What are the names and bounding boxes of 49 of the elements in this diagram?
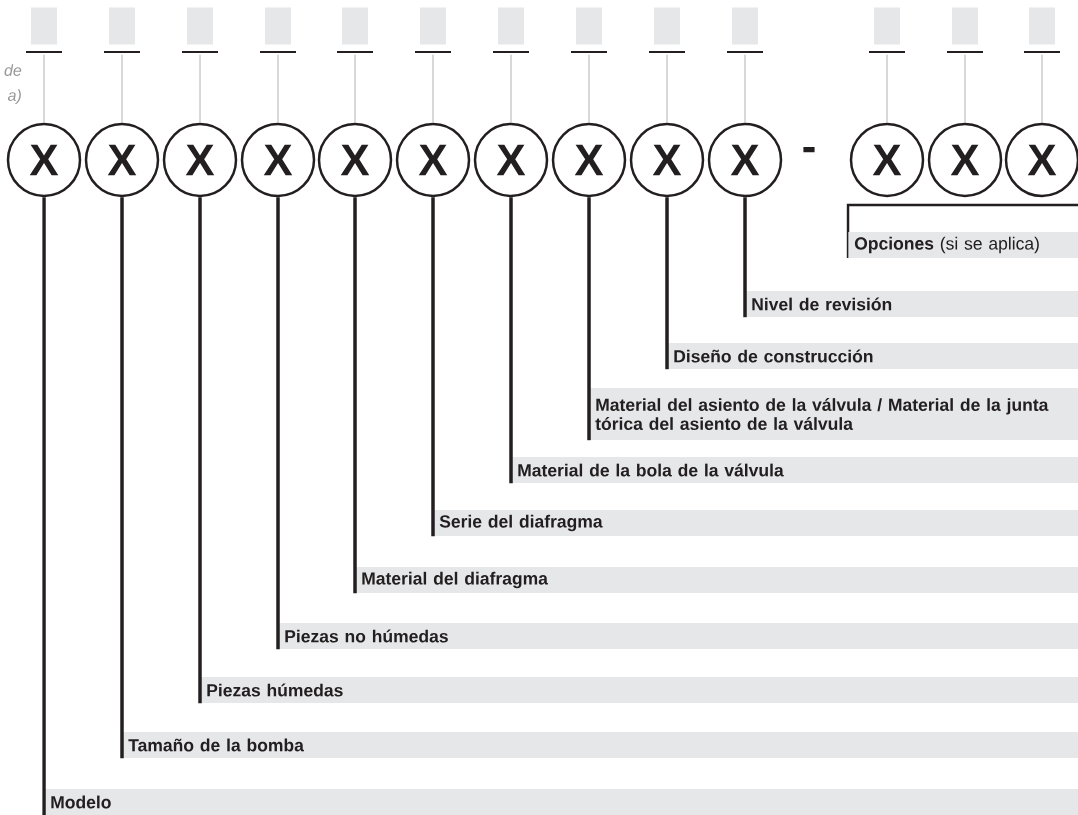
connector-line — [509, 197, 513, 484]
connector-line — [588, 54, 590, 124]
connector-line — [277, 54, 279, 124]
blank-box — [648, 7, 686, 53]
connector-line — [354, 54, 356, 124]
connector-line — [587, 197, 591, 441]
blank-box — [1023, 7, 1061, 53]
blank-box — [336, 7, 374, 53]
label-bar: Nivel de revisión — [745, 291, 1078, 317]
label-bar: Piezas húmedas — [200, 677, 1078, 703]
blank-box — [726, 7, 764, 53]
connector-line — [120, 197, 124, 759]
label-bar: Material del diafragma — [355, 567, 1078, 593]
connector-line — [964, 54, 966, 124]
connector-line — [43, 54, 45, 124]
connector-line — [121, 54, 123, 124]
connector-line — [432, 54, 434, 124]
connector-line — [42, 197, 46, 815]
blank-box — [25, 7, 63, 53]
connector-line — [1041, 54, 1043, 124]
blank-box — [492, 7, 530, 53]
connector-line — [886, 54, 888, 124]
label-bar: Serie del diafragma — [433, 510, 1078, 536]
connector-line — [743, 197, 747, 318]
blank-box — [103, 7, 141, 53]
blank-box — [181, 7, 219, 53]
connector-line — [431, 197, 435, 537]
label-bar: Tamaño de la bomba — [122, 732, 1078, 758]
label-bar: Material del asiento de la válvula / Material de la junta tórica del asiento de la válvula — [589, 388, 1078, 440]
connector-line — [199, 54, 201, 124]
label-bar: Opciones (si se aplica) — [848, 232, 1078, 258]
blank-box — [946, 7, 984, 53]
connector-line — [666, 54, 668, 124]
blank-box — [259, 7, 297, 53]
connector-line — [510, 54, 512, 124]
label-bar: Diseño de construcción — [667, 343, 1078, 369]
label-bar: Modelo — [44, 789, 1078, 815]
separator-dash: - — [803, 147, 815, 153]
connector-line — [744, 54, 746, 124]
label-bar: Piezas no húmedas — [278, 623, 1078, 649]
label-bar: Material de la bola de la válvula — [511, 457, 1078, 483]
blank-box — [868, 7, 906, 53]
blank-box — [414, 7, 452, 53]
note-text: de a) — [4, 64, 22, 105]
connector-line — [353, 197, 357, 594]
connector-line — [276, 197, 280, 650]
connector-line — [665, 197, 669, 370]
blank-box — [570, 7, 608, 53]
connector-line — [198, 197, 202, 704]
